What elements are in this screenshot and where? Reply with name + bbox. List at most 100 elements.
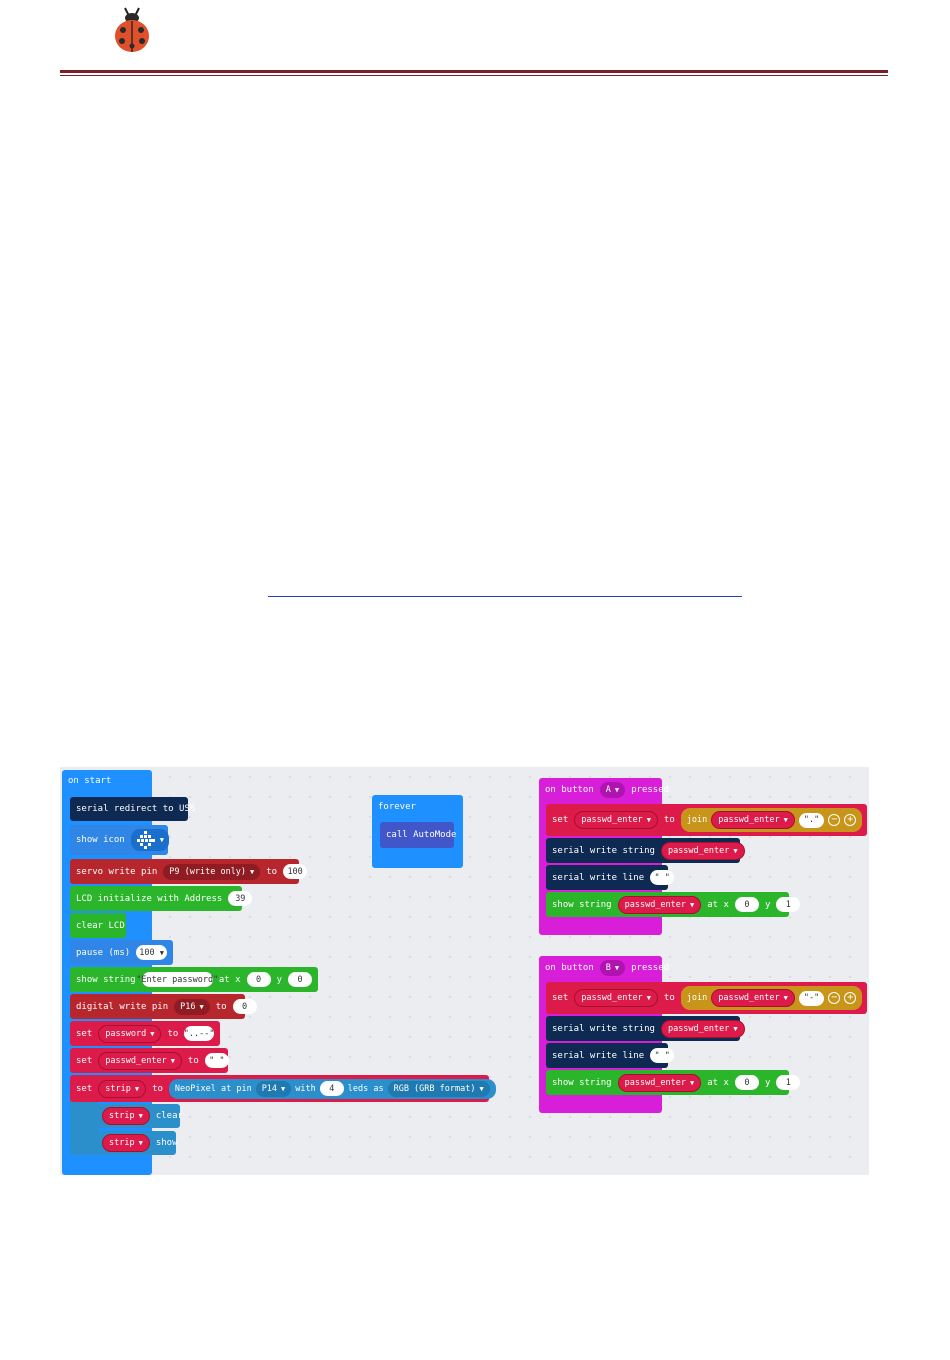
strip-show-block[interactable]: strip▼ show — [96, 1131, 178, 1155]
lcd-initialize-block[interactable]: LCD initialize with Address 39 — [70, 886, 253, 911]
format-dropdown[interactable]: RGB (GRB format)▼ — [387, 1080, 490, 1097]
serial-write-string-a-block[interactable]: serial write string passwd_enter▼ — [546, 838, 745, 863]
join-label: join — [686, 993, 708, 1003]
chevron-down-icon: ▼ — [783, 816, 788, 824]
show-icon-block[interactable]: show icon ▼ — [70, 825, 169, 855]
button-a-dropdown[interactable]: A▼ — [599, 782, 626, 798]
chevron-down-icon: ▼ — [159, 948, 164, 957]
passwd-enter-variable-dropdown[interactable]: passwd_enter▼ — [574, 811, 658, 829]
passwd-enter-variable: passwd_enter — [581, 815, 643, 825]
show-string-b-block[interactable]: show string passwd_enter▼ at x 0 y 1 — [546, 1070, 801, 1095]
serial-write-string-label: serial write string — [552, 1023, 655, 1034]
with-label: with — [295, 1083, 316, 1094]
join-variable: passwd_enter — [718, 993, 780, 1003]
y-label: y — [764, 899, 771, 910]
minus-circle-icon[interactable]: − — [828, 814, 841, 826]
pause-value-dropdown[interactable]: 100 ▼ — [136, 945, 167, 960]
clear-lcd-block[interactable]: clear LCD — [70, 913, 126, 938]
icon-dropdown[interactable]: ▼ — [130, 829, 169, 851]
passwd-enter-variable-dropdown[interactable]: passwd_enter▼ — [98, 1051, 182, 1070]
join-variable-dropdown[interactable]: passwd_enter▼ — [711, 989, 795, 1007]
y-input[interactable]: 1 — [776, 1075, 801, 1090]
x-input[interactable]: 0 — [246, 972, 271, 987]
minus-circle-icon[interactable]: − — [828, 992, 841, 1004]
passwd-enter-variable-dropdown[interactable]: passwd_enter▼ — [617, 895, 702, 914]
chevron-down-icon: ▼ — [646, 816, 651, 824]
chevron-down-icon: ▼ — [614, 964, 620, 972]
digital-write-block[interactable]: digital write pin P16▼ to 0 — [70, 994, 257, 1019]
forever-header[interactable]: forever — [372, 795, 463, 819]
digital-pin-dropdown[interactable]: P16▼ — [174, 998, 210, 1015]
button-b-dropdown[interactable]: B▼ — [599, 960, 626, 976]
hyperlink-underline[interactable] — [268, 596, 742, 597]
servo-write-label: servo write pin — [76, 866, 158, 877]
x-input[interactable]: 0 — [734, 897, 759, 912]
digital-value-input[interactable]: 0 — [232, 999, 257, 1014]
join-block[interactable]: join passwd_enter▼ "." − + — [680, 808, 863, 832]
line-value-input[interactable]: " " — [650, 1048, 675, 1063]
set-label: set — [76, 1083, 93, 1094]
set-strip-block[interactable]: set strip▼ to NeoPixel at pin P14▼ with … — [70, 1075, 496, 1102]
serial-write-line-a-block[interactable]: serial write line " " — [546, 865, 675, 890]
servo-value-input[interactable]: 100 — [283, 864, 308, 879]
strip-variable-dropdown[interactable]: strip▼ — [98, 1079, 147, 1098]
strip-variable-dropdown[interactable]: strip▼ — [102, 1107, 150, 1125]
pause-label: pause (ms) — [76, 947, 131, 958]
set-passwd-enter-join-b-block[interactable]: set passwd_enter▼ to join passwd_enter▼ … — [546, 982, 867, 1014]
passwd-enter-variable-dropdown[interactable]: passwd_enter▼ — [660, 841, 745, 860]
at-x-label: at x — [218, 974, 241, 985]
on-start-header[interactable]: on start — [62, 770, 152, 792]
call-automode-block[interactable]: call AutoMode — [380, 822, 456, 848]
serial-write-string-b-block[interactable]: serial write string passwd_enter▼ — [546, 1016, 745, 1041]
neopixel-pin-dropdown[interactable]: P14▼ — [255, 1080, 292, 1097]
line-value-input[interactable]: " " — [650, 870, 675, 885]
leds-count-input[interactable]: 4 — [319, 1081, 344, 1096]
set-passwd-enter-join-a-block[interactable]: set passwd_enter▼ to join passwd_enter▼ … — [546, 804, 867, 836]
passwd-enter-value-input[interactable]: " " — [204, 1053, 229, 1068]
password-value-input[interactable]: "..--" — [184, 1026, 215, 1041]
passwd-enter-variable-dropdown[interactable]: passwd_enter▼ — [574, 989, 658, 1007]
set-label: set — [552, 993, 569, 1003]
show-string-input[interactable]: "Enter password" — [136, 972, 218, 987]
serial-redirect-block[interactable]: serial redirect to USB — [70, 797, 195, 821]
join-block[interactable]: join passwd_enter▼ "-" − + — [680, 986, 863, 1010]
set-passwd-enter-block[interactable]: set passwd_enter▼ to " " — [70, 1048, 229, 1073]
passwd-enter-variable: passwd_enter — [624, 899, 687, 910]
show-string-block[interactable]: show string "Enter password" at x 0 y 0 — [70, 967, 318, 992]
servo-write-block[interactable]: servo write pin P9 (write only)▼ to 100 — [70, 859, 308, 884]
chevron-down-icon: ▼ — [783, 994, 788, 1002]
show-string-a-block[interactable]: show string passwd_enter▼ at x 0 y 1 — [546, 892, 801, 917]
y-input[interactable]: 0 — [288, 972, 312, 987]
button-a-header[interactable]: on button A▼ pressed — [539, 778, 669, 802]
strip-clear-block[interactable]: strip▼ clear — [96, 1104, 183, 1128]
show-string-label: show string — [552, 1077, 612, 1088]
strip-variable-dropdown[interactable]: strip▼ — [102, 1134, 150, 1152]
plus-circle-icon[interactable]: + — [844, 814, 857, 826]
neopixel-create-block[interactable]: NeoPixel at pin P14▼ with 4 leds as RGB … — [168, 1078, 496, 1099]
join-value-input[interactable]: "-" — [798, 990, 825, 1006]
plus-circle-icon[interactable]: + — [844, 992, 857, 1004]
set-password-block[interactable]: set password▼ to "..--" — [70, 1021, 220, 1046]
set-label: set — [552, 815, 569, 825]
servo-pin-value: P9 (write only) — [169, 866, 247, 877]
y-input[interactable]: 1 — [776, 897, 801, 912]
join-variable-dropdown[interactable]: passwd_enter▼ — [711, 811, 795, 829]
button-b-header[interactable]: on button B▼ pressed — [539, 956, 669, 980]
lcd-address-input[interactable]: 39 — [228, 891, 253, 906]
lcd-initialize-label: LCD initialize with Address — [76, 893, 223, 904]
passwd-enter-variable-dropdown[interactable]: passwd_enter▼ — [660, 1019, 745, 1038]
serial-write-line-b-block[interactable]: serial write line " " — [546, 1043, 675, 1068]
join-value-input[interactable]: "." — [798, 812, 825, 828]
servo-pin-dropdown[interactable]: P9 (write only)▼ — [163, 863, 261, 880]
pause-block[interactable]: pause (ms) 100 ▼ — [70, 940, 173, 965]
passwd-enter-variable: passwd_enter — [667, 1023, 730, 1034]
chevron-down-icon: ▼ — [614, 786, 620, 794]
blocks-workspace[interactable]: on start serial redirect to USB show ico… — [60, 767, 869, 1175]
passwd-enter-variable: passwd_enter — [667, 845, 730, 856]
chevron-down-icon: ▼ — [138, 1112, 143, 1120]
password-variable-dropdown[interactable]: password▼ — [98, 1024, 162, 1043]
chevron-down-icon: ▼ — [134, 1084, 140, 1093]
x-input[interactable]: 0 — [734, 1075, 759, 1090]
strip-show-label: show — [155, 1138, 178, 1148]
passwd-enter-variable-dropdown[interactable]: passwd_enter▼ — [617, 1073, 702, 1092]
